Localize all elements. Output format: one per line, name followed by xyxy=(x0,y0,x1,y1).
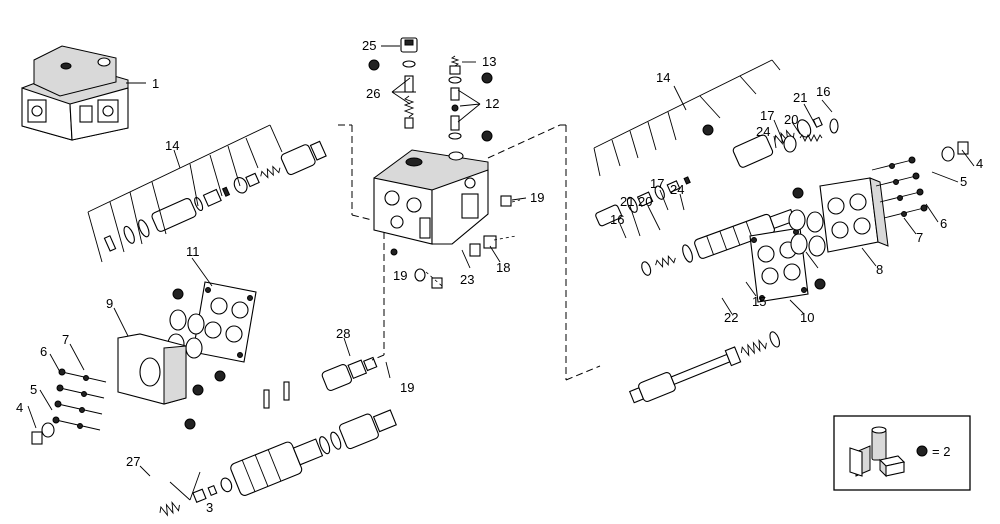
callout-25: 25 xyxy=(362,38,376,53)
left-spool-assembly xyxy=(103,140,327,252)
callout-14-left: 14 xyxy=(165,138,179,153)
callout-5-right: 5 xyxy=(960,174,967,189)
callout-23: 23 xyxy=(460,272,474,287)
callout-5-left: 5 xyxy=(30,382,37,397)
callout-16-lower: 16 xyxy=(610,212,624,227)
right-bolt-stack xyxy=(871,141,969,219)
callout-4-left: 4 xyxy=(16,400,23,415)
callout-17-upper: 17 xyxy=(760,108,774,123)
callout-1: 1 xyxy=(152,76,159,91)
callout-21-upper: 21 xyxy=(793,90,807,105)
callout-12: 12 xyxy=(485,96,499,111)
legend-equals-text: = 2 xyxy=(932,444,950,459)
callout-6-right: 6 xyxy=(940,216,947,231)
quantity-dots xyxy=(172,59,826,430)
callout-28: 28 xyxy=(336,326,350,341)
callout-11: 11 xyxy=(186,244,200,259)
callout-24-lower: 24 xyxy=(670,182,684,197)
callout-19-lower: 19 xyxy=(400,380,414,395)
callout-7-left: 7 xyxy=(62,332,69,347)
callout-22: 22 xyxy=(724,310,738,325)
callout-15: 15 xyxy=(752,294,766,309)
leader-lines xyxy=(27,45,975,501)
legend-dot xyxy=(916,445,928,457)
callout-10: 10 xyxy=(800,310,814,325)
callout-13: 13 xyxy=(482,54,496,69)
body-side-plugs xyxy=(390,195,512,289)
callout-labels: 1 14 11 9 7 6 5 4 27 3 25 26 13 12 19 23… xyxy=(16,38,983,515)
callout-6-left: 6 xyxy=(40,344,47,359)
valve-assembly-thumbnail xyxy=(21,45,129,141)
callout-14-right: 14 xyxy=(656,70,670,85)
callout-16-upper: 16 xyxy=(816,84,830,99)
callout-27: 27 xyxy=(126,454,140,469)
callout-3: 3 xyxy=(206,500,213,515)
callout-24-upper: 24 xyxy=(756,124,770,139)
callout-4-right: 4 xyxy=(976,156,983,171)
callout-20-lower: 20 xyxy=(638,194,652,209)
callout-21-lower: 21 xyxy=(620,194,634,209)
top-left-valve-stack xyxy=(400,37,418,129)
right-end-cover xyxy=(819,177,889,253)
right-main-spool xyxy=(641,118,839,276)
left-bolt-stack xyxy=(31,368,107,445)
callout-17-lower: 17 xyxy=(650,176,664,191)
callout-7-right: 7 xyxy=(916,230,923,245)
center-lower-plug xyxy=(321,356,378,391)
left-gasket-plate xyxy=(192,281,257,363)
seal-kit-icon xyxy=(849,426,906,478)
callout-26: 26 xyxy=(366,86,380,101)
central-valve-body xyxy=(373,149,489,245)
right-spool-assembly xyxy=(595,116,823,227)
callout-18: 18 xyxy=(496,260,510,275)
left-end-cover xyxy=(117,333,187,405)
callout-8: 8 xyxy=(876,262,883,277)
callout-19-right: 19 xyxy=(530,190,544,205)
top-right-valve-stack xyxy=(448,55,462,140)
lower-spool-assembly xyxy=(159,381,397,517)
quantity-legend: = 2 xyxy=(833,415,971,491)
callout-19-left: 19 xyxy=(393,268,407,283)
right-o-rings xyxy=(788,209,826,257)
lower-right-spool xyxy=(628,331,781,404)
callout-9: 9 xyxy=(106,296,113,311)
callout-20-upper: 20 xyxy=(784,112,798,127)
